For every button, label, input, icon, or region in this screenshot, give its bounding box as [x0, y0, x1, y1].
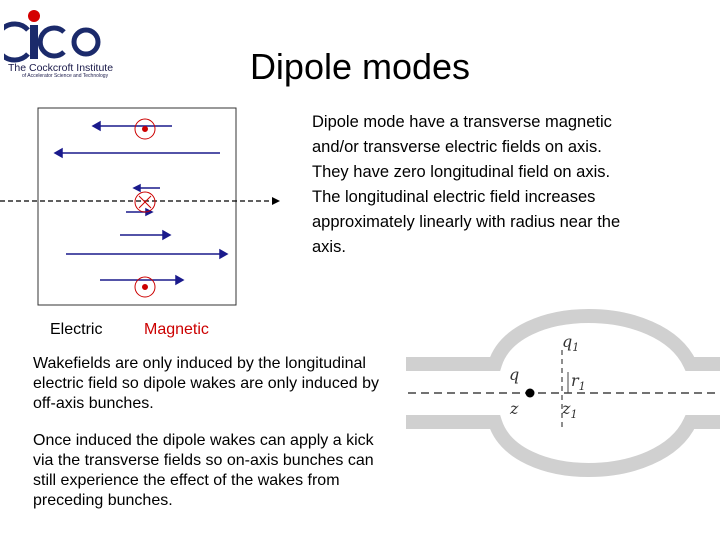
magnetic-field-out-marker	[134, 118, 156, 140]
kick-paragraph: Once induced the dipole wakes can apply …	[33, 432, 374, 509]
logo-stem	[30, 25, 38, 59]
e-field-arrowhead	[132, 183, 141, 193]
label-z1: z1	[561, 399, 577, 421]
cockcroft-logo	[4, 10, 101, 63]
cavity-cross-section: q1 q r1 z z1	[406, 309, 720, 477]
magnetic-field-out-marker	[134, 276, 156, 298]
drive-bunch	[525, 388, 535, 398]
legend-magnetic: Magnetic	[144, 321, 209, 338]
e-field-arrowhead	[219, 248, 229, 260]
magnetic-dot	[142, 284, 148, 290]
dipole-field-diagram	[0, 107, 280, 306]
cavity-cell-outline	[37, 107, 237, 306]
dipole-description: Dipole mode have a transverse magnetic a…	[312, 113, 621, 256]
logo-tagline: of Accelerator Science and Technology	[22, 73, 109, 79]
slide-title: Dipole modes	[249, 46, 471, 87]
label-z: z	[509, 399, 519, 418]
label-q: q	[509, 365, 519, 384]
logo-name: The Cockcroft Institute	[8, 62, 114, 74]
wakefield-paragraph: Wakefields are only induced by the longi…	[33, 355, 379, 412]
magnetic-field-in-marker	[134, 191, 156, 213]
cavity-wall	[406, 309, 720, 477]
legend-electric: Electric	[50, 321, 103, 338]
e-field-arrowhead	[53, 147, 63, 159]
e-field-arrowhead	[175, 274, 185, 286]
logo-c-right	[37, 25, 66, 59]
magnetic-cross-2	[138, 195, 152, 209]
e-field-arrowhead	[91, 120, 101, 132]
logo-dot	[28, 10, 40, 22]
logo-o	[71, 27, 101, 57]
magnetic-dot	[142, 126, 148, 132]
e-field-arrowhead	[162, 229, 172, 241]
label-q1: q1	[562, 332, 579, 354]
logo-c-left	[4, 21, 30, 63]
label-r1: r1	[571, 371, 586, 393]
beam-axis-arrowhead	[272, 197, 280, 205]
